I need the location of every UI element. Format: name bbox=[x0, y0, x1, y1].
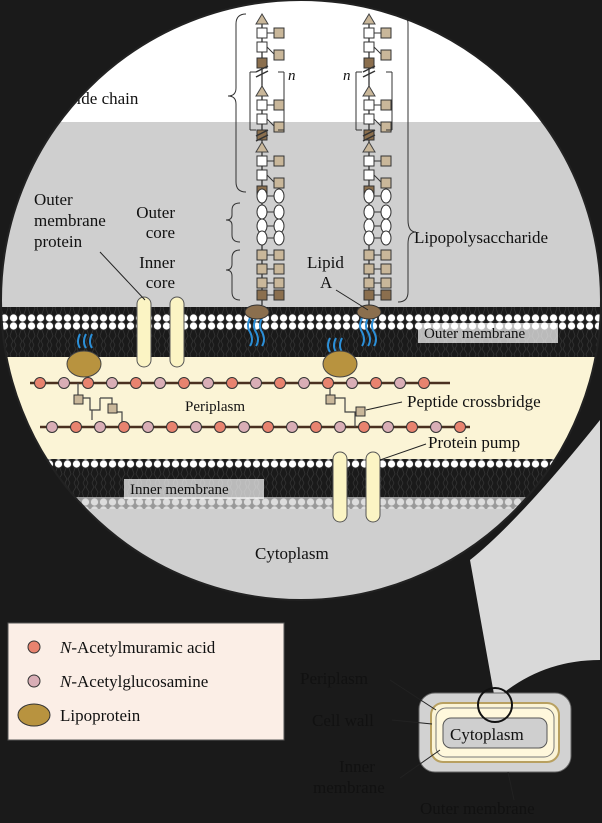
n-acetylmuramic-acid-bead bbox=[406, 421, 418, 433]
legend-nag-swatch bbox=[27, 674, 41, 688]
outer-membrane-protein-left bbox=[136, 296, 152, 368]
n-acetylglucosamine-bead bbox=[94, 421, 106, 433]
magnification-cone bbox=[470, 420, 600, 700]
outer-membrane-label: Outer membrane bbox=[424, 326, 526, 342]
n-label-left: n bbox=[288, 68, 296, 84]
n-acetylmuramic-acid-bead bbox=[418, 377, 430, 389]
n-acetylglucosamine-bead bbox=[58, 377, 70, 389]
n-acetylglucosamine-bead bbox=[106, 377, 118, 389]
outer-core-label-1: Outer bbox=[136, 203, 175, 222]
lipid-a-label-2: A bbox=[320, 273, 333, 292]
legend-item-nam: N-Acetylmuramic acid bbox=[59, 638, 216, 657]
legend-nam-swatch bbox=[27, 640, 41, 654]
n-acetylmuramic-acid-bead bbox=[370, 377, 382, 389]
lipid-a-left bbox=[244, 304, 270, 320]
whole-cell: Cytoplasm Periplasm Cell wall Inner memb… bbox=[300, 669, 572, 818]
cell-cytoplasm-label: Cytoplasm bbox=[450, 725, 524, 744]
n-acetylmuramic-acid-bead bbox=[322, 377, 334, 389]
protein-pump-left bbox=[332, 451, 348, 523]
n-acetylglucosamine-bead bbox=[298, 377, 310, 389]
legend: N-Acetylmuramic acid N-Acetylglucosamine… bbox=[7, 622, 285, 741]
cytoplasm-label: Cytoplasm bbox=[255, 544, 329, 563]
protein-pump-label: Protein pump bbox=[428, 433, 520, 452]
n-acetylmuramic-acid-bead bbox=[178, 377, 190, 389]
periplasm-region bbox=[1, 357, 601, 459]
n-acetylglucosamine-bead bbox=[46, 421, 58, 433]
n-acetylmuramic-acid-bead bbox=[166, 421, 178, 433]
n-acetylmuramic-acid-bead bbox=[262, 421, 274, 433]
lipid-a-right bbox=[356, 304, 382, 320]
outer-membrane-protein-right bbox=[169, 296, 185, 368]
n-acetylglucosamine-bead bbox=[334, 421, 346, 433]
n-acetylmuramic-acid-bead bbox=[310, 421, 322, 433]
n-acetylmuramic-acid-bead bbox=[214, 421, 226, 433]
lipopolysaccharide-chains bbox=[255, 13, 392, 305]
n-acetylmuramic-acid-bead bbox=[226, 377, 238, 389]
n-acetylglucosamine-bead bbox=[346, 377, 358, 389]
protein-pump-right bbox=[365, 451, 381, 523]
legend-item-nag: N-Acetylglucosamine bbox=[59, 672, 208, 691]
zoom-locator-circle bbox=[477, 687, 513, 723]
legend-box bbox=[7, 622, 285, 741]
cell-inner-membrane-label-1: Inner bbox=[339, 757, 375, 776]
n-acetylmuramic-acid-bead bbox=[70, 421, 82, 433]
zoom-circle: O-side chain Outer core Inner core Lipid… bbox=[1, 0, 601, 600]
omp-label-1: Outer bbox=[34, 190, 73, 209]
cell-outer-membrane-label: Outer membrane bbox=[420, 799, 535, 818]
zoom-circle-border bbox=[0, 0, 602, 601]
o-side-chain-label: O-side chain bbox=[52, 89, 139, 108]
n-acetylglucosamine-bead bbox=[286, 421, 298, 433]
inner-membrane-label: Inner membrane bbox=[130, 482, 229, 498]
n-acetylglucosamine-bead bbox=[238, 421, 250, 433]
lipoprotein-right bbox=[322, 350, 358, 378]
n-acetylglucosamine-bead bbox=[382, 421, 394, 433]
n-acetylmuramic-acid-bead bbox=[274, 377, 286, 389]
lps-chain bbox=[255, 13, 285, 305]
lipoprotein-left bbox=[66, 350, 102, 378]
n-acetylmuramic-acid-bead bbox=[130, 377, 142, 389]
inner-core-label-2: core bbox=[146, 273, 175, 292]
peptidoglycan-layer bbox=[30, 377, 470, 433]
cell-inner-membrane-label-2: membrane bbox=[313, 778, 385, 797]
outer-core-label-2: core bbox=[146, 223, 175, 242]
omp-label-3: protein bbox=[34, 232, 83, 251]
n-acetylglucosamine-bead bbox=[154, 377, 166, 389]
n-acetylglucosamine-bead bbox=[430, 421, 442, 433]
lipid-a-label-1: Lipid bbox=[307, 253, 344, 272]
n-acetylmuramic-acid-bead bbox=[358, 421, 370, 433]
lps-chain bbox=[362, 13, 392, 305]
cell-cytoplasm bbox=[442, 717, 548, 749]
legend-item-lipoprotein: Lipoprotein bbox=[60, 706, 141, 725]
n-acetylglucosamine-bead bbox=[190, 421, 202, 433]
cell-periplasm-label: Periplasm bbox=[300, 669, 368, 688]
n-acetylmuramic-acid-bead bbox=[454, 421, 466, 433]
omp-label-2: membrane bbox=[34, 211, 106, 230]
cell-wall-label: Cell wall bbox=[312, 711, 374, 730]
n-label-right: n bbox=[343, 68, 351, 84]
inner-core-label-1: Inner bbox=[139, 253, 175, 272]
n-acetylmuramic-acid-bead bbox=[118, 421, 130, 433]
n-acetylglucosamine-bead bbox=[250, 377, 262, 389]
legend-lipoprotein-swatch bbox=[17, 703, 51, 727]
n-acetylmuramic-acid-bead bbox=[82, 377, 94, 389]
n-acetylglucosamine-bead bbox=[202, 377, 214, 389]
lipopolysaccharide-label: Lipopolysaccharide bbox=[414, 228, 548, 247]
n-acetylglucosamine-bead bbox=[394, 377, 406, 389]
peptide-crossbridge-label: Peptide crossbridge bbox=[407, 392, 541, 411]
n-acetylmuramic-acid-bead bbox=[34, 377, 46, 389]
n-acetylglucosamine-bead bbox=[142, 421, 154, 433]
periplasm-label: Periplasm bbox=[185, 399, 245, 415]
